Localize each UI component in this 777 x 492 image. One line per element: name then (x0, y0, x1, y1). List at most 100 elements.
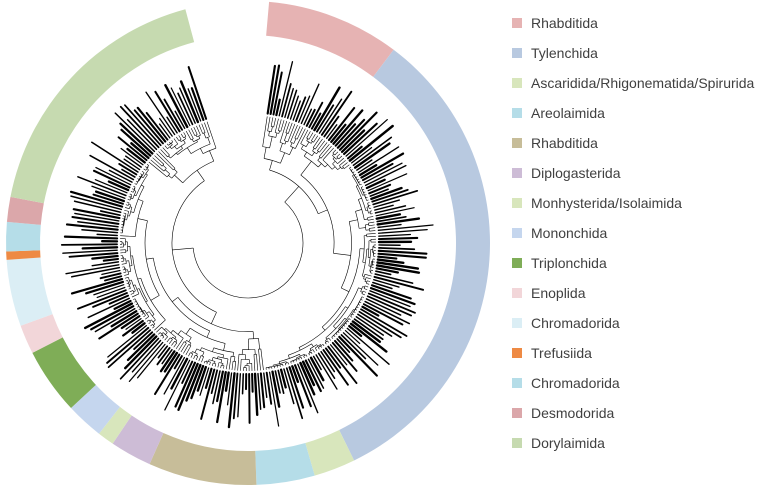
tip-label (304, 359, 322, 393)
tree-branch (123, 213, 127, 226)
tip-label (323, 115, 340, 138)
tip-label (126, 147, 146, 164)
tip-label (216, 370, 227, 424)
tip-label (348, 325, 363, 338)
tree-branch (306, 135, 309, 139)
tree-branch (194, 348, 198, 353)
tree-branch (217, 364, 219, 368)
tree-branch (196, 356, 199, 359)
tree-branch (312, 144, 316, 148)
tip-label (360, 308, 408, 337)
tree-branch (294, 137, 298, 140)
tree-branch (137, 305, 140, 308)
tree-branch (174, 337, 177, 339)
tree-branch (369, 207, 372, 209)
tree-branch (193, 138, 200, 142)
tip-label (104, 275, 123, 282)
tree-branch (306, 137, 310, 140)
tip-label (190, 87, 205, 121)
tip-label (62, 249, 118, 254)
tip-label (69, 190, 124, 208)
tree-branch (356, 178, 360, 181)
tree-branch (286, 121, 290, 131)
legend-item: Ascaridida/Rhigonematida/Spirurida (512, 68, 774, 98)
tip-label (330, 123, 347, 143)
tree-branch (313, 350, 315, 353)
tree-branch (165, 146, 168, 149)
tip-label (113, 299, 132, 310)
tree-branch (158, 151, 170, 163)
tip-label (196, 365, 208, 392)
tree-branch (263, 158, 281, 164)
tree-branch (355, 176, 358, 178)
tree-branch (185, 342, 187, 345)
tip-label (285, 367, 304, 420)
tip-label (77, 220, 119, 228)
tip-label (163, 356, 186, 395)
tree-branch (136, 288, 140, 290)
tree-branch (288, 355, 290, 359)
tip-label (298, 95, 311, 123)
tree-branches (120, 116, 376, 371)
tree-branch (278, 119, 282, 129)
tree-branch (279, 139, 282, 143)
tip-label (92, 169, 131, 189)
tree-branch (124, 207, 128, 209)
tree-branch (285, 362, 289, 364)
tree-branch (355, 209, 362, 212)
tip-label (372, 190, 419, 206)
tree-branch (212, 347, 215, 352)
tip-label (179, 80, 200, 124)
tree-branch (125, 258, 127, 264)
tree-branch (331, 166, 336, 170)
tip-label (107, 180, 130, 192)
tree-branch (130, 293, 133, 295)
tip-label (369, 286, 416, 306)
tree-branch (172, 247, 194, 251)
tree-branch (258, 338, 260, 350)
tree-branch (258, 349, 260, 358)
tip-label (372, 281, 393, 290)
legend-swatch (512, 258, 522, 268)
tree-branch (124, 277, 127, 279)
tip-label (307, 358, 325, 389)
tree-branch (188, 129, 192, 136)
tip-label (324, 347, 342, 369)
tree-branch (318, 209, 328, 215)
tip-label (355, 316, 385, 336)
tree-branch (292, 360, 295, 363)
tree-branch (338, 153, 341, 156)
tree-branch (183, 347, 188, 354)
tip-label (346, 145, 363, 160)
tip-label (367, 173, 408, 192)
tree-branch (370, 224, 375, 226)
tree-branch (202, 356, 204, 359)
tree-branch (154, 321, 164, 331)
tree-branch (363, 191, 366, 193)
tree-branch (176, 141, 179, 145)
tree-branch (284, 186, 300, 203)
tree-branch (261, 357, 264, 371)
tree-branch (341, 167, 344, 170)
tree-branch (211, 357, 214, 361)
clade-ring-segment (20, 314, 63, 353)
tree-branch (133, 186, 145, 213)
tip-label (322, 349, 349, 386)
tree-branch (369, 218, 374, 221)
legend-label: Triplonchida (531, 255, 607, 271)
tree-branch (129, 290, 132, 293)
tip-label (96, 286, 126, 299)
tree-branch (198, 135, 201, 139)
tree-branch (335, 333, 338, 336)
tree-branch (160, 167, 165, 172)
tree-branch (198, 357, 201, 362)
tree-branch (166, 143, 169, 146)
tree-branch (206, 360, 211, 363)
tree-branch (162, 164, 167, 169)
tip-label (363, 162, 403, 184)
tree-branch (320, 345, 323, 348)
tip-label (224, 371, 230, 392)
tree-branch (269, 136, 273, 149)
tree-branch (146, 165, 149, 168)
tree-branch (173, 138, 177, 143)
